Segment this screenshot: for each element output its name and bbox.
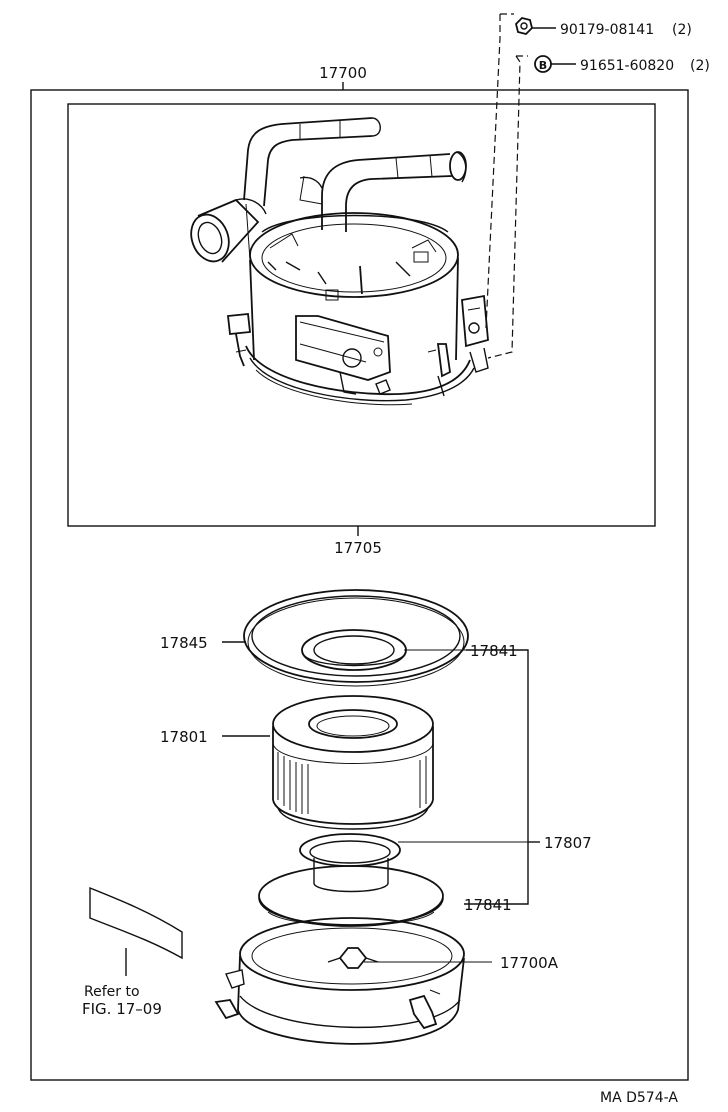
label-91651: 91651-60820 [580,58,674,74]
label-diagram-code: MA D574-A [600,1090,678,1106]
gasket-ring-17845 [243,589,469,687]
label-refer-to: Refer to [84,984,140,1000]
label-90179-qty: (2) [672,22,692,38]
label-17841-top: 17841 [470,642,518,660]
label-90179: 90179-08141 [560,22,654,38]
air-cleaner-housing-illustration [190,117,489,406]
b-marker-text: B [539,59,547,72]
cleaner-case-17700A [214,917,465,1045]
label-17705: 17705 [334,539,382,557]
leader-91651 [487,55,521,359]
label-17700: 17700 [319,64,367,82]
label-17841-bottom: 17841 [464,896,512,914]
nut-icon [515,17,533,35]
filter-element-17801 [272,695,434,830]
outer-frame [30,89,689,1081]
label-17845: 17845 [160,634,208,652]
seal-ring-17807 [299,833,401,867]
inner-frame [67,103,656,527]
decal-strip [89,886,183,960]
leader-90179 [485,14,501,329]
label-17807: 17807 [544,834,592,852]
bracket-17841 [464,649,529,905]
label-17801: 17801 [160,728,208,746]
label-fig-ref: FIG. 17–09 [82,1000,162,1018]
label-91651-qty: (2) [690,58,710,74]
seal-17841-top [301,629,407,671]
label-17700A: 17700A [500,954,559,972]
seal-17841-bottom [258,858,444,927]
